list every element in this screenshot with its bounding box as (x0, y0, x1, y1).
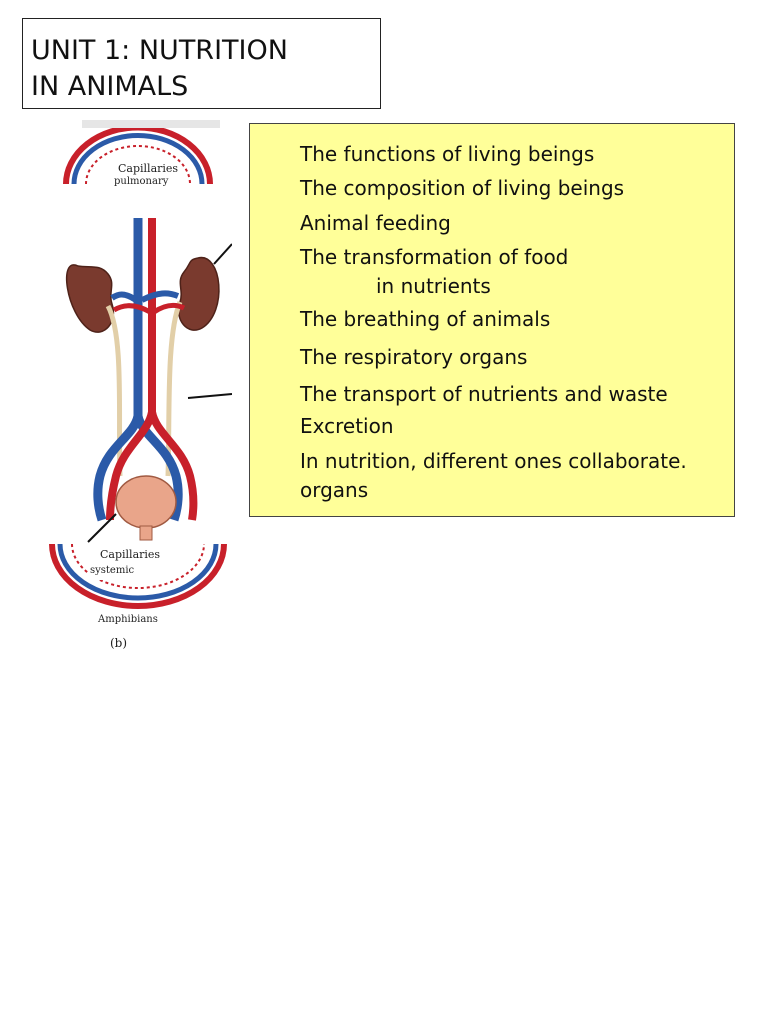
topic-item: The respiratory organs (300, 345, 528, 369)
topic-item: In nutrition, different ones collaborate… (300, 449, 687, 473)
topic-item: The functions of living beings (300, 142, 595, 166)
kidneys (65, 257, 220, 333)
topics-box: The functions of living beings The compo… (249, 123, 735, 517)
label-pulmonary: pulmonary (114, 176, 169, 187)
unit-title-line-2: IN ANIMALS (31, 71, 189, 102)
major-vessels (93, 218, 198, 522)
topic-item: The transformation of food (300, 245, 569, 269)
unit-title-box: UNIT 1: NUTRITION IN ANIMALS (22, 18, 381, 109)
topic-item: Animal feeding (300, 211, 451, 235)
systemic-circulation-fragment: Capillaries systemic Amphibians (b) (49, 543, 227, 650)
unit-title-line-1: UNIT 1: NUTRITION (31, 35, 288, 66)
topic-item-continuation: in nutrients (376, 274, 491, 298)
topic-item: The composition of living beings (300, 176, 625, 200)
pulmonary-circulation-fragment: Capillaries pulmonary (63, 120, 220, 187)
label-capillaries-top: Capillaries (118, 162, 178, 175)
right-kidney (177, 257, 220, 331)
topic-item: The transport of nutrients and waste (300, 382, 668, 406)
label-figure-b: (b) (110, 636, 127, 650)
excretory-system-diagram: Capillaries pulmonary Capillaries system… (49, 120, 232, 650)
bladder (115, 475, 177, 541)
label-systemic: systemic (90, 565, 135, 576)
left-kidney (65, 264, 115, 333)
label-capillaries-bottom: Capillaries (100, 548, 160, 561)
label-amphibians: Amphibians (97, 614, 158, 625)
topic-item-continuation: organs (300, 478, 369, 502)
topic-item: The breathing of animals (300, 307, 551, 331)
pointer-line (187, 393, 232, 399)
pointer-line (213, 243, 232, 265)
topic-item: Excretion (300, 414, 394, 438)
pointer-line (87, 513, 117, 543)
left-ureter (105, 304, 123, 477)
